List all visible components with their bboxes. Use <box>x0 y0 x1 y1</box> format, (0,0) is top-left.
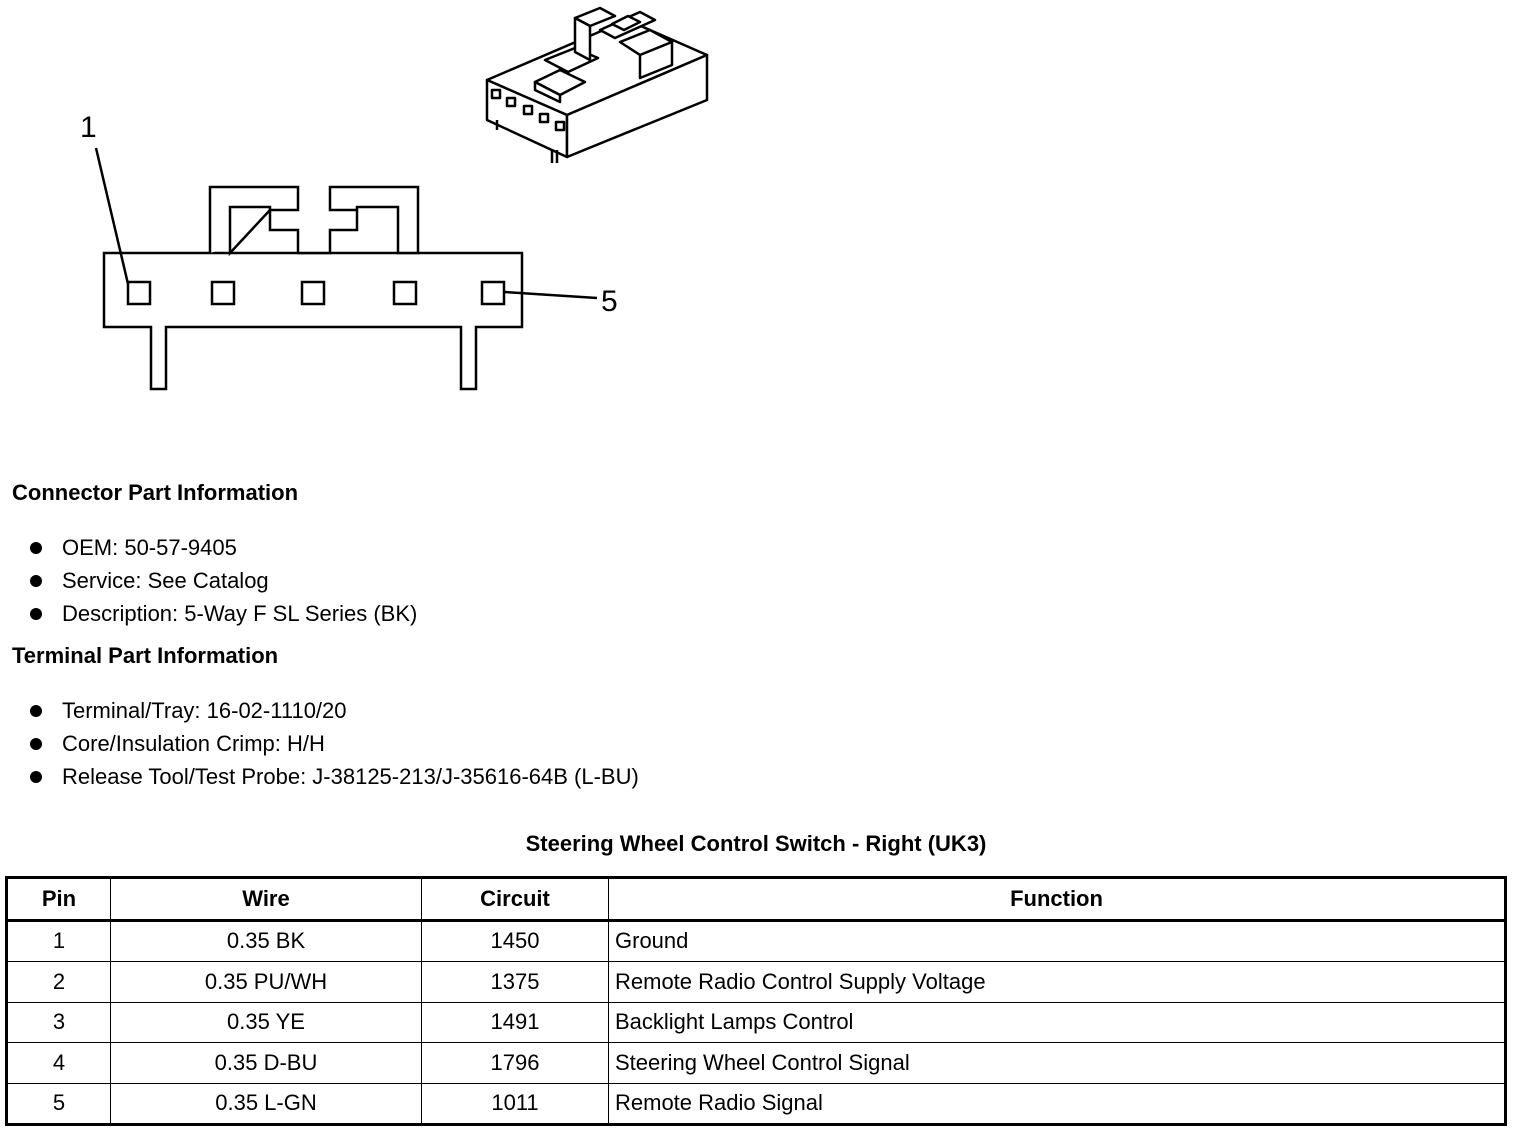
cell-function: Backlight Lamps Control <box>608 1001 1506 1043</box>
callout-leader-5 <box>504 290 598 300</box>
table-row: 1 0.35 BK 1450 Ground <box>6 919 1506 962</box>
cell-wire: 0.35 YE <box>110 1001 422 1043</box>
connector-face-view <box>94 147 598 391</box>
table-row: 5 0.35 L-GN 1011 Remote Radio Signal <box>6 1082 1506 1125</box>
cell-circuit: 1375 <box>421 961 609 1003</box>
cavity-pin-2 <box>210 280 236 306</box>
terminal-info-title: Terminal Part Information <box>12 643 279 668</box>
cavity-pin-1 <box>126 280 152 306</box>
cell-circuit: 1450 <box>421 919 609 962</box>
header-function: Function <box>608 877 1506 922</box>
callout-label-1: 1 <box>80 111 97 144</box>
cell-circuit: 1491 <box>421 1001 609 1043</box>
header-pin: Pin <box>6 877 111 922</box>
connector-diagram: 1 5 <box>80 6 709 391</box>
cell-pin: 3 <box>6 1001 111 1043</box>
cavity-pin-4 <box>392 280 418 306</box>
header-circuit: Circuit <box>421 877 609 922</box>
cell-wire: 0.35 BK <box>110 919 422 962</box>
cell-function: Ground <box>608 919 1506 962</box>
connector-info-item: Service: See Catalog <box>28 564 417 597</box>
cell-wire: 0.35 L-GN <box>110 1082 422 1125</box>
table-row: 3 0.35 YE 1491 Backlight Lamps Control <box>6 1001 1506 1043</box>
table-row: 4 0.35 D-BU 1796 Steering Wheel Control … <box>6 1042 1506 1084</box>
cell-pin: 2 <box>6 961 111 1003</box>
table-title: Steering Wheel Control Switch - Right (U… <box>525 831 987 856</box>
cell-function: Remote Radio Signal <box>608 1082 1506 1125</box>
table-header-row: Pin Wire Circuit Function <box>6 877 1506 922</box>
cavity-pin-5 <box>480 280 506 306</box>
cell-pin: 1 <box>6 919 111 962</box>
cell-circuit: 1011 <box>421 1082 609 1125</box>
cell-function: Steering Wheel Control Signal <box>608 1042 1506 1084</box>
table-row: 2 0.35 PU/WH 1375 Remote Radio Control S… <box>6 961 1506 1003</box>
cell-pin: 5 <box>6 1082 111 1125</box>
connector-info-title: Connector Part Information <box>12 480 299 505</box>
connector-info-list: OEM: 50-57-9405 Service: See Catalog Des… <box>28 531 417 630</box>
connector-info-item: Description: 5-Way F SL Series (BK) <box>28 597 417 630</box>
connector-isometric-view <box>485 6 709 163</box>
terminal-info-item: Terminal/Tray: 16-02-1110/20 <box>28 694 639 727</box>
callout-leader-1 <box>94 147 130 285</box>
terminal-info-item: Release Tool/Test Probe: J-38125-213/J-3… <box>28 760 639 793</box>
cell-function: Remote Radio Control Supply Voltage <box>608 961 1506 1003</box>
callout-label-5: 5 <box>601 285 618 318</box>
cell-circuit: 1796 <box>421 1042 609 1084</box>
cavity-pin-3 <box>300 280 326 306</box>
terminal-info-list: Terminal/Tray: 16-02-1110/20 Core/Insula… <box>28 694 639 793</box>
terminal-info-item: Core/Insulation Crimp: H/H <box>28 727 639 760</box>
pinout-table: Pin Wire Circuit Function 1 0.35 BK 1450… <box>5 876 1507 1126</box>
connector-info-item: OEM: 50-57-9405 <box>28 531 417 564</box>
cell-wire: 0.35 D-BU <box>110 1042 422 1084</box>
header-wire: Wire <box>110 877 422 922</box>
cell-wire: 0.35 PU/WH <box>110 961 422 1003</box>
cell-pin: 4 <box>6 1042 111 1084</box>
